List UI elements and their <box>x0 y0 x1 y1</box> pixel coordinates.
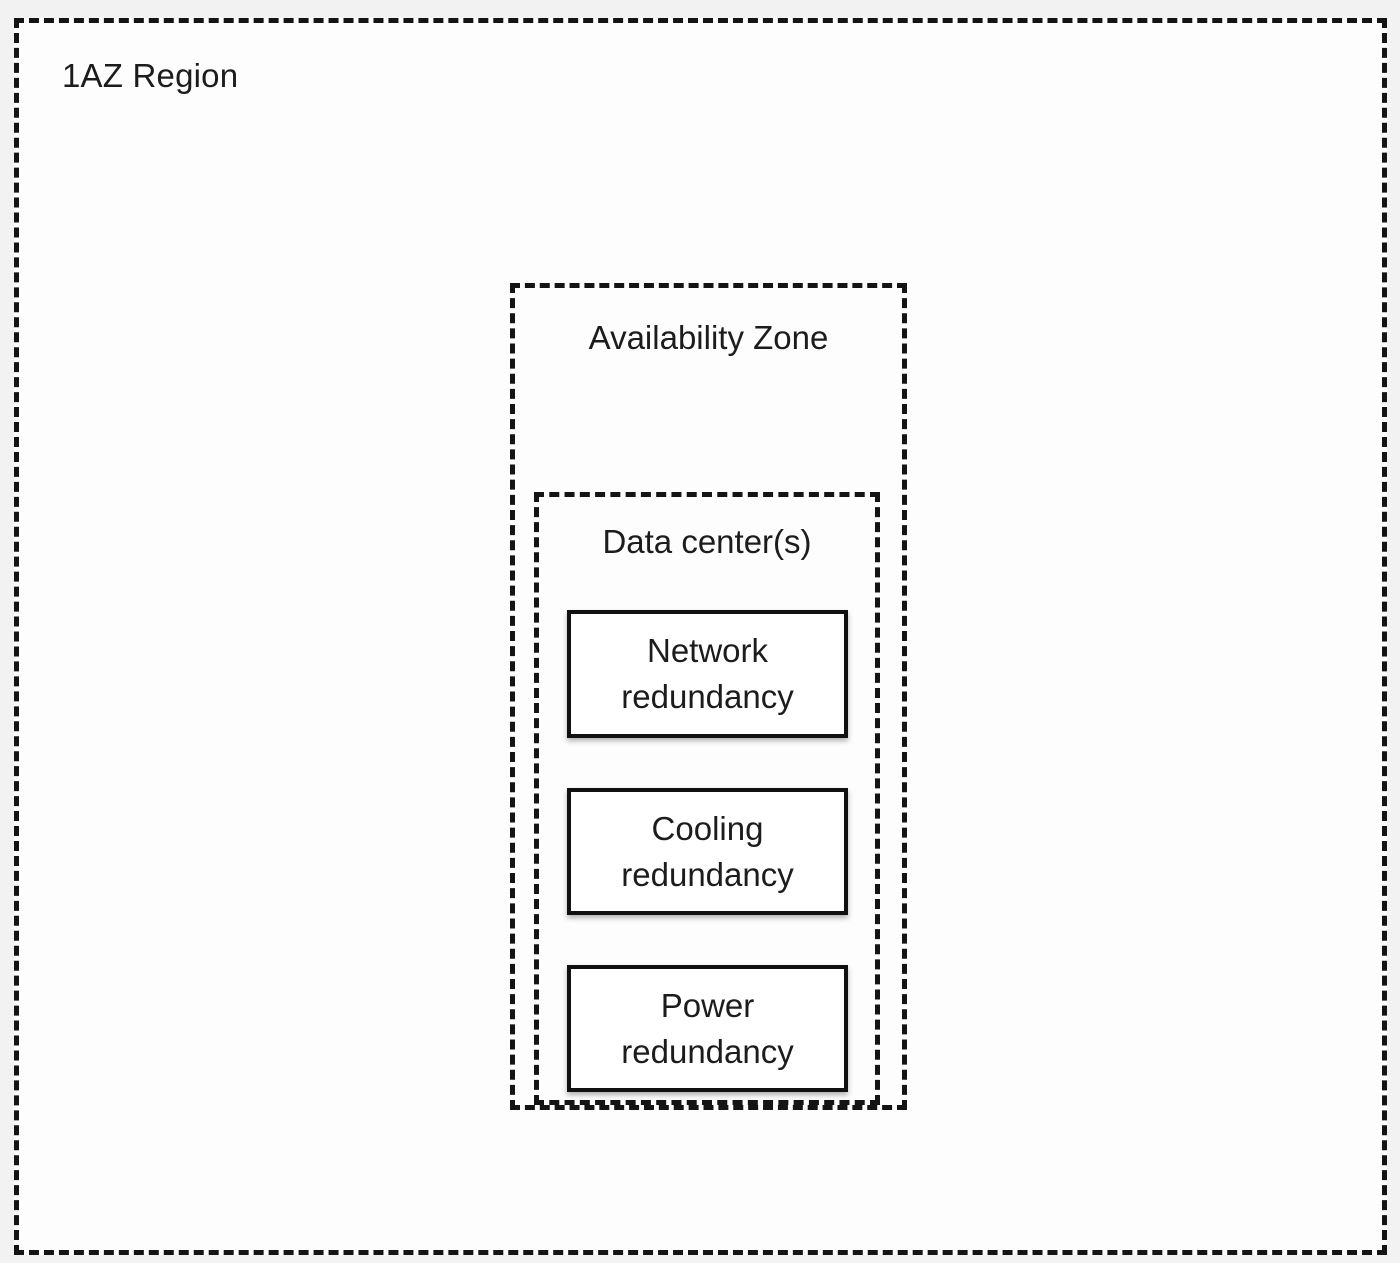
data-center-label: Data center(s) <box>602 523 812 560</box>
data-center-box: Data center(s) Network redundancy Coolin… <box>534 492 880 1105</box>
region-label: 1AZ Region <box>62 57 239 94</box>
network-redundancy-label: Network redundancy <box>621 632 794 715</box>
cooling-redundancy-box: Cooling redundancy <box>567 788 848 915</box>
availability-zone-box: Availability Zone Data center(s) Network… <box>510 283 907 1110</box>
availability-zone-label: Availability Zone <box>588 319 829 356</box>
cooling-redundancy-label: Cooling redundancy <box>621 809 794 893</box>
power-redundancy-label: Power redundancy <box>621 986 794 1070</box>
power-redundancy-box: Power redundancy <box>567 965 848 1092</box>
network-redundancy-box: Network redundancy <box>567 610 848 738</box>
region-box: 1AZ Region Availability Zone Data center… <box>14 18 1387 1255</box>
